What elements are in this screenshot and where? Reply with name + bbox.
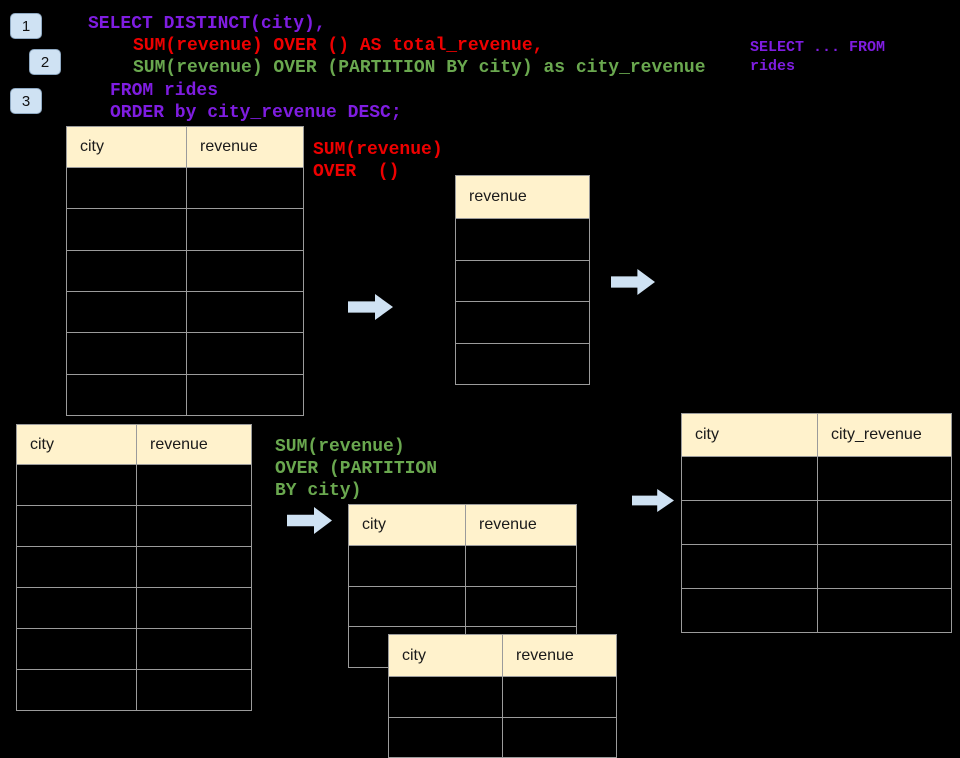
sql-line-select: SELECT DISTINCT(city),: [88, 13, 326, 35]
empty-cell: [682, 545, 818, 589]
empty-cell: [67, 209, 187, 250]
sql-line-from: FROM rides: [110, 80, 218, 102]
column-header-city: city: [17, 425, 137, 465]
total-label-line1: SUM(revenue): [313, 139, 443, 161]
empty-cell: [17, 629, 137, 670]
column-header-revenue: revenue: [456, 176, 590, 219]
empty-cell: [818, 457, 952, 501]
empty-cell: [456, 219, 590, 261]
table-partition-overlay: city revenue: [388, 634, 617, 758]
table-source-top: city revenue: [66, 126, 304, 416]
empty-cell: [17, 506, 137, 547]
arrow-right-icon: [611, 269, 655, 295]
arrow-right-icon: [632, 489, 674, 512]
column-header-city: city: [389, 635, 503, 677]
empty-cell: [187, 333, 304, 374]
sql-line-order-by: ORDER by city_revenue DESC;: [110, 102, 402, 124]
empty-cell: [67, 375, 187, 416]
column-header-revenue: revenue: [503, 635, 617, 677]
empty-cell: [137, 588, 252, 629]
table-body: [17, 465, 252, 711]
column-header-city-revenue: city_revenue: [818, 414, 952, 457]
table-source-bottom: city revenue: [16, 424, 252, 711]
empty-cell: [818, 501, 952, 545]
table-body: [67, 168, 304, 416]
partition-label-line1: SUM(revenue): [275, 436, 405, 458]
empty-cell: [187, 375, 304, 416]
empty-cell: [67, 168, 187, 209]
table-city-revenue-result: city city_revenue: [681, 413, 952, 633]
empty-cell: [349, 546, 466, 587]
empty-cell: [503, 718, 617, 758]
empty-cell: [187, 292, 304, 333]
partition-label-line2: OVER (PARTITION: [275, 458, 437, 480]
column-header-revenue: revenue: [137, 425, 252, 465]
table-total-result: revenue: [455, 175, 590, 385]
table-body: [389, 677, 617, 758]
empty-cell: [389, 718, 503, 758]
empty-cell: [682, 589, 818, 633]
side-note-line2: rides: [750, 57, 795, 76]
empty-cell: [17, 547, 137, 588]
empty-cell: [503, 677, 617, 718]
empty-cell: [137, 465, 252, 506]
empty-cell: [818, 545, 952, 589]
empty-cell: [137, 547, 252, 588]
empty-cell: [17, 670, 137, 711]
total-label-line2: OVER (): [313, 161, 399, 183]
empty-cell: [137, 670, 252, 711]
step-badge-1: 1: [10, 13, 42, 39]
partition-label-line3: BY city): [275, 480, 361, 502]
arrow-right-icon: [348, 294, 393, 320]
empty-cell: [456, 261, 590, 303]
empty-cell: [137, 629, 252, 670]
empty-cell: [187, 251, 304, 292]
empty-cell: [389, 677, 503, 718]
column-header-revenue: revenue: [466, 505, 577, 546]
empty-cell: [349, 587, 466, 628]
table-body: [456, 219, 590, 385]
empty-cell: [67, 292, 187, 333]
empty-cell: [682, 457, 818, 501]
sql-line-city-revenue: SUM(revenue) OVER (PARTITION BY city) as…: [133, 57, 706, 79]
empty-cell: [456, 344, 590, 386]
step-badge-2: 2: [29, 49, 61, 75]
empty-cell: [466, 546, 577, 587]
empty-cell: [187, 168, 304, 209]
empty-cell: [17, 465, 137, 506]
empty-cell: [187, 209, 304, 250]
column-header-city: city: [67, 127, 187, 168]
sql-line-total-revenue: SUM(revenue) OVER () AS total_revenue,: [133, 35, 543, 57]
empty-cell: [456, 302, 590, 344]
empty-cell: [67, 333, 187, 374]
column-header-city: city: [349, 505, 466, 546]
step-badge-3: 3: [10, 88, 42, 114]
side-note-line1: SELECT ... FROM: [750, 38, 885, 57]
arrow-right-icon: [287, 507, 332, 534]
empty-cell: [682, 501, 818, 545]
empty-cell: [17, 588, 137, 629]
empty-cell: [818, 589, 952, 633]
column-header-city: city: [682, 414, 818, 457]
empty-cell: [67, 251, 187, 292]
empty-cell: [137, 506, 252, 547]
table-body: [682, 457, 952, 633]
column-header-revenue: revenue: [187, 127, 304, 168]
empty-cell: [466, 587, 577, 628]
